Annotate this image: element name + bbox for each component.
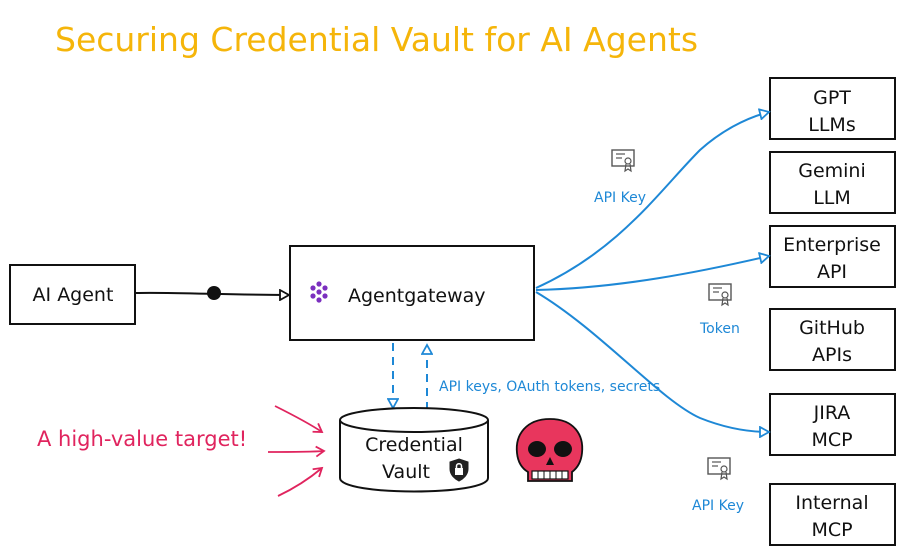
certificate-icon (708, 283, 732, 307)
target-gpt: GPT LLMs (769, 77, 896, 140)
ai-agent-label: AI Agent (33, 284, 114, 306)
edge-label-vault-flow: API keys, OAuth tokens, secrets (439, 379, 660, 395)
certificate-icon (611, 149, 635, 173)
target-internal: Internal MCP (769, 483, 896, 546)
vault-label-line2: Vault (382, 461, 430, 483)
shield-lock-icon (449, 458, 469, 482)
target-jira-line2: MCP (811, 429, 852, 451)
target-gpt-line1: GPT (813, 87, 851, 109)
target-enterprise-line1: Enterprise (783, 234, 881, 256)
warning-arrows (267, 405, 326, 497)
target-github: GitHub APIs (769, 308, 896, 371)
target-internal-line1: Internal (795, 492, 868, 514)
agentgateway-node: Agentgateway (289, 245, 535, 341)
edge-gateway-to-gpt (535, 112, 769, 289)
vault-label-line1: Credential (365, 434, 463, 456)
target-gemini-line1: Gemini (798, 160, 866, 182)
edge-label-token: Token (699, 321, 740, 337)
edge-label-api-key-top: API Key (594, 190, 646, 206)
agentgateway-label: Agentgateway (348, 285, 486, 307)
credential-vault-node: Credential Vault (339, 407, 489, 493)
target-internal-line2: MCP (811, 519, 852, 541)
warning-label: A high-value target! (37, 427, 247, 451)
target-gpt-line2: LLMs (808, 114, 855, 136)
certificate-icon (707, 457, 731, 481)
edge-label-api-key-bottom: API Key (692, 498, 744, 514)
target-enterprise-line2: API (817, 261, 847, 283)
agentgateway-logo-icon (310, 281, 328, 303)
edge-gateway-to-jira (535, 291, 769, 432)
target-jira-line1: JIRA (813, 402, 851, 424)
ai-agent-node: AI Agent (9, 264, 136, 325)
target-gemini-line2: LLM (813, 187, 851, 209)
diagram-title: Securing Credential Vault for AI Agents (55, 20, 698, 59)
target-github-line1: GitHub (799, 317, 865, 339)
target-gemini: Gemini LLM (769, 151, 896, 214)
agent-to-gateway-edge (135, 286, 289, 300)
skull-icon (515, 418, 584, 482)
target-github-line2: APIs (812, 344, 852, 366)
edge-gateway-to-enterprise (535, 256, 769, 291)
target-jira: JIRA MCP (769, 393, 896, 456)
target-enterprise: Enterprise API (769, 225, 896, 288)
